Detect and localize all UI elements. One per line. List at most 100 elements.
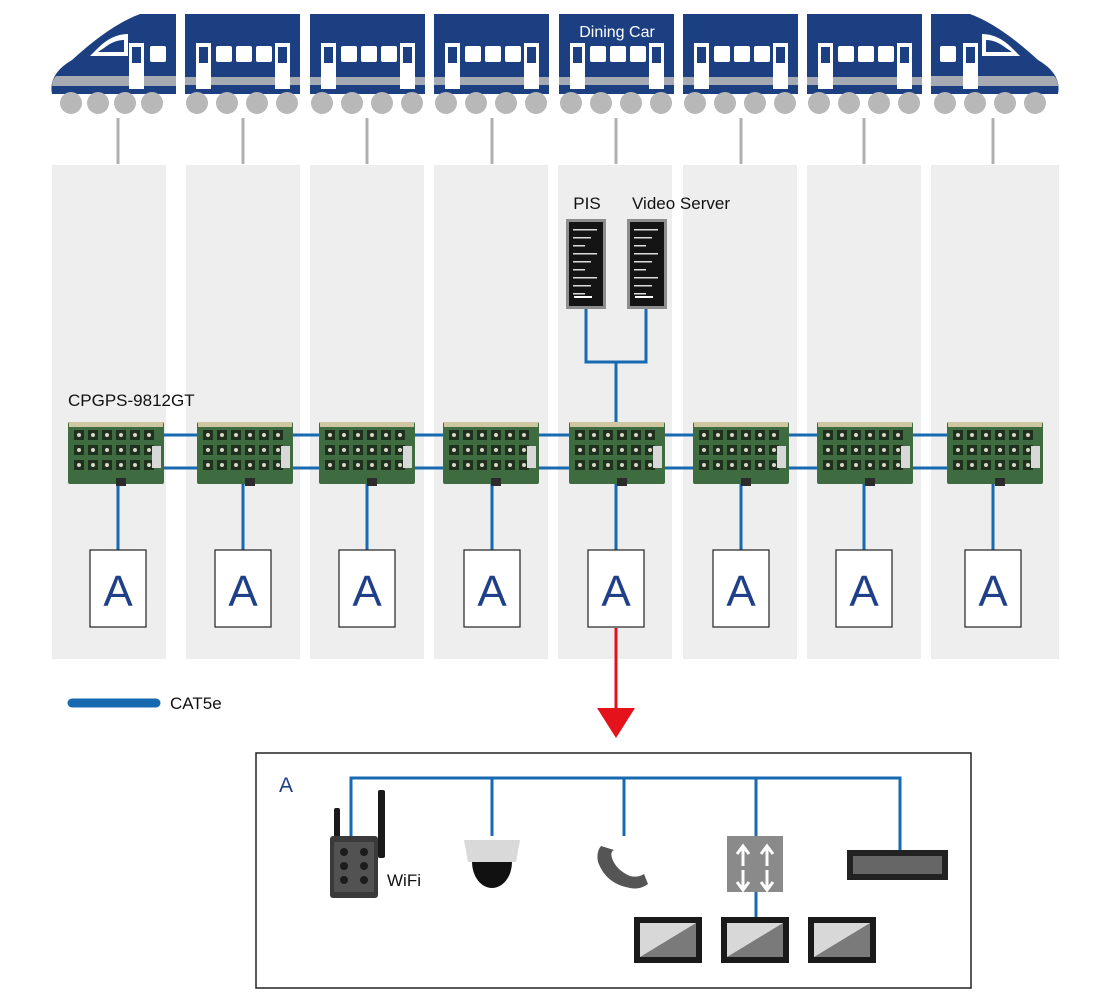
board-port bbox=[494, 433, 498, 437]
display-panel-shade bbox=[727, 923, 783, 957]
board-port bbox=[262, 448, 266, 452]
train-window bbox=[610, 46, 626, 62]
wheel bbox=[495, 92, 517, 114]
windshield-inner bbox=[986, 40, 1012, 52]
train-door-window bbox=[697, 47, 706, 63]
board-port bbox=[772, 433, 776, 437]
dining-car-label: Dining Car bbox=[579, 24, 655, 41]
board-port bbox=[730, 433, 734, 437]
server-bay-line bbox=[573, 293, 585, 295]
board-port bbox=[702, 433, 706, 437]
board-rj45 bbox=[367, 478, 377, 486]
board-port bbox=[744, 433, 748, 437]
board-connector-strip bbox=[69, 422, 163, 427]
board-port bbox=[606, 433, 610, 437]
board-port bbox=[854, 463, 858, 467]
windshield-inner bbox=[98, 40, 124, 52]
camera-mount bbox=[464, 840, 520, 862]
legend-label: CAT5e bbox=[170, 694, 222, 713]
board-port bbox=[276, 433, 280, 437]
server-bay-line bbox=[634, 237, 652, 239]
board-port bbox=[970, 463, 974, 467]
train-window bbox=[381, 46, 397, 62]
router-face bbox=[334, 842, 374, 892]
wheel bbox=[435, 92, 457, 114]
display-panel-shade bbox=[814, 923, 870, 957]
train-window bbox=[858, 46, 874, 62]
car-unit: A bbox=[835, 549, 893, 628]
train-window bbox=[878, 46, 894, 62]
switch-board bbox=[569, 422, 665, 486]
board-port bbox=[578, 448, 582, 452]
wheel bbox=[341, 92, 363, 114]
board-port bbox=[466, 433, 470, 437]
board-rj45 bbox=[116, 478, 126, 486]
router-port bbox=[340, 876, 348, 884]
board-port bbox=[730, 463, 734, 467]
board-connector-strip bbox=[818, 422, 912, 427]
switch-board bbox=[693, 422, 789, 486]
board-port bbox=[398, 463, 402, 467]
switch-arrow-up bbox=[759, 843, 775, 866]
server-rack bbox=[627, 219, 667, 309]
wheel bbox=[868, 92, 890, 114]
car-unit-box bbox=[214, 549, 272, 628]
board-port bbox=[466, 448, 470, 452]
board-port bbox=[384, 433, 388, 437]
car-unit-label: A bbox=[849, 567, 879, 616]
train-window bbox=[590, 46, 606, 62]
server-bay-line bbox=[573, 285, 591, 287]
router-port bbox=[360, 848, 368, 856]
wheel bbox=[620, 92, 642, 114]
train-window bbox=[734, 46, 750, 62]
antenna bbox=[334, 808, 340, 844]
board-port bbox=[984, 463, 988, 467]
car-unit: A bbox=[712, 549, 770, 628]
train-window bbox=[505, 46, 521, 62]
car-stripe bbox=[559, 77, 674, 85]
car-unit: A bbox=[463, 549, 521, 628]
display-panel-icon bbox=[808, 917, 876, 963]
board-port bbox=[220, 448, 224, 452]
board-port bbox=[356, 463, 360, 467]
board-port bbox=[620, 448, 624, 452]
board-port bbox=[826, 433, 830, 437]
board-port bbox=[868, 433, 872, 437]
board-port bbox=[634, 463, 638, 467]
train-window bbox=[341, 46, 357, 62]
board-port bbox=[466, 463, 470, 467]
wheel bbox=[465, 92, 487, 114]
board-header bbox=[527, 446, 536, 468]
board-port bbox=[262, 433, 266, 437]
car-unit-label: A bbox=[477, 567, 507, 616]
board-port bbox=[91, 448, 95, 452]
wheel bbox=[590, 92, 612, 114]
switch-board bbox=[319, 422, 415, 486]
board-port bbox=[1012, 433, 1016, 437]
car-unit-label: A bbox=[601, 567, 631, 616]
board-port bbox=[248, 463, 252, 467]
board-port bbox=[1012, 463, 1016, 467]
wheel bbox=[114, 92, 136, 114]
car-unit-box bbox=[712, 549, 770, 628]
board-header bbox=[1031, 446, 1040, 468]
switch-body bbox=[727, 836, 783, 892]
server-face bbox=[569, 222, 603, 306]
board-port bbox=[384, 448, 388, 452]
train-window bbox=[216, 46, 232, 62]
board-port bbox=[234, 448, 238, 452]
board-connector-strip bbox=[444, 422, 538, 427]
board-port bbox=[494, 463, 498, 467]
wheel bbox=[994, 92, 1016, 114]
car-unit-box bbox=[587, 549, 645, 628]
train-window bbox=[485, 46, 501, 62]
board-port bbox=[77, 448, 81, 452]
video-server-label: Video Server bbox=[632, 194, 730, 213]
router-port bbox=[360, 862, 368, 870]
board-port bbox=[606, 463, 610, 467]
telephone-icon bbox=[597, 846, 648, 889]
train-door-window bbox=[966, 47, 975, 63]
board-port bbox=[119, 433, 123, 437]
board-port bbox=[480, 433, 484, 437]
switch-board bbox=[443, 422, 539, 486]
